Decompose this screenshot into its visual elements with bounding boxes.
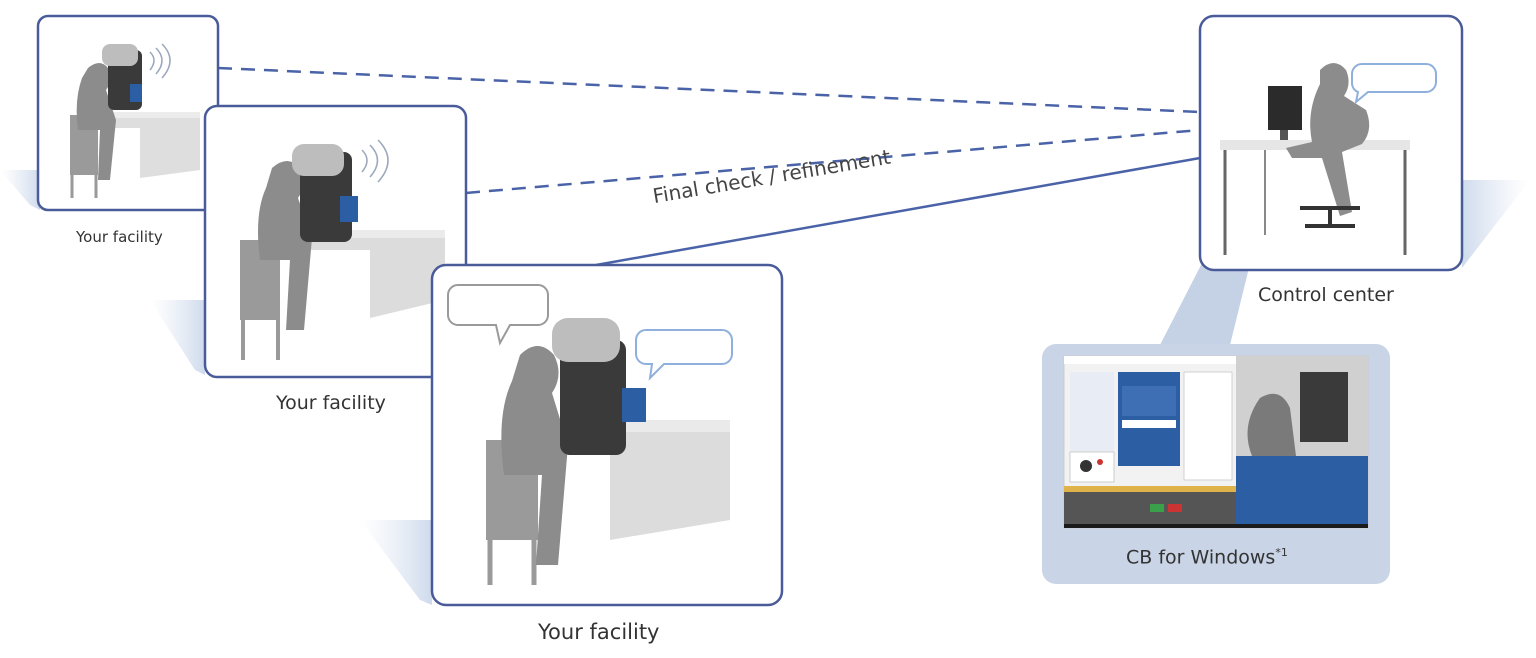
office-chair bbox=[1300, 206, 1360, 228]
patient-silhouette bbox=[501, 346, 568, 565]
phoropter-device bbox=[560, 340, 626, 455]
patient-silhouette bbox=[76, 63, 116, 180]
tablet-screen bbox=[340, 196, 358, 222]
speech-bubble-device bbox=[635, 329, 733, 381]
facility-caption-1: Your facility bbox=[76, 228, 163, 246]
dashed-connection-line bbox=[217, 66, 1201, 114]
tablet-screen bbox=[622, 388, 646, 422]
facility-frame-1 bbox=[36, 14, 220, 212]
floor-shadow bbox=[1462, 180, 1530, 268]
facility-caption-2: Your facility bbox=[276, 392, 386, 414]
software-caption: CB for Windows*1 bbox=[1126, 546, 1288, 568]
software-panel bbox=[1042, 344, 1390, 584]
control-center-frame bbox=[1160, 14, 1464, 345]
desk bbox=[290, 230, 445, 318]
speech-bubble-operator bbox=[1351, 63, 1437, 105]
monitor bbox=[1268, 86, 1302, 130]
footnote-marker: *1 bbox=[1275, 546, 1288, 559]
facility-caption-3: Your facility bbox=[538, 620, 660, 644]
floor-shadow bbox=[360, 520, 432, 605]
floor-shadow bbox=[0, 170, 40, 210]
signal-waves-icon bbox=[149, 43, 171, 79]
signal-waves-icon bbox=[361, 139, 389, 183]
patient-silhouette bbox=[258, 161, 312, 330]
desk bbox=[98, 112, 200, 178]
tablet-screen bbox=[130, 84, 142, 102]
speech-bubble-patient bbox=[447, 284, 549, 346]
dashed-connection-line bbox=[465, 128, 1201, 195]
control-center-caption: Control center bbox=[1258, 284, 1394, 306]
software-name: CB for Windows bbox=[1126, 546, 1276, 569]
solid-connection-line bbox=[595, 156, 1201, 267]
facility-frame-3 bbox=[430, 263, 784, 607]
operator-silhouette bbox=[1286, 63, 1370, 216]
facility-frame-2 bbox=[203, 104, 468, 379]
floor-shadow bbox=[150, 300, 205, 375]
